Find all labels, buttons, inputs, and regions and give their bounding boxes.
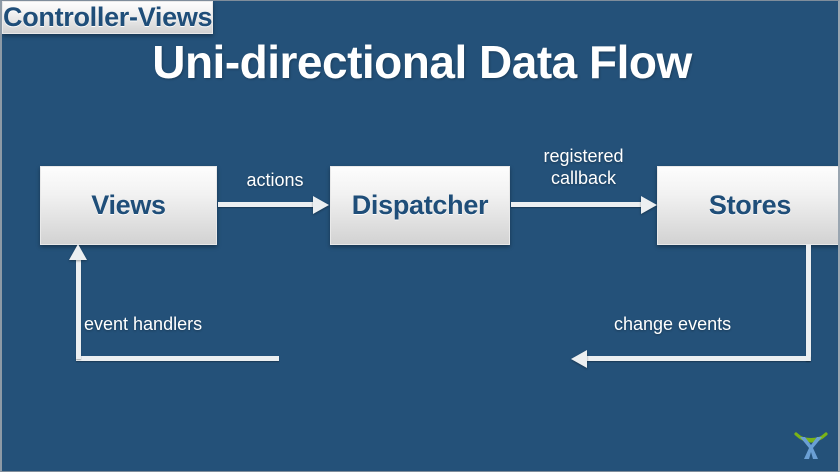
edge-label-event-handlers: event handlers bbox=[84, 314, 203, 334]
edge-controller-views-arrowhead-icon bbox=[69, 244, 87, 260]
brand-logo-icon bbox=[794, 432, 828, 459]
node-stores[interactable]: Stores bbox=[657, 166, 838, 245]
edge-label-actions: actions bbox=[246, 170, 304, 190]
edge-label-change-events: change events bbox=[614, 314, 732, 334]
edge-stores-controller-arrowhead-icon bbox=[571, 350, 587, 368]
edge-controller-views-vertical bbox=[76, 260, 81, 359]
node-dispatcher[interactable]: Dispatcher bbox=[330, 166, 510, 245]
edge-views-dispatcher-line bbox=[218, 202, 313, 207]
node-views[interactable]: Views bbox=[40, 166, 217, 245]
edge-controller-views-horizontal bbox=[76, 356, 279, 361]
edge-dispatcher-stores-arrowhead-icon bbox=[641, 196, 657, 214]
edge-stores-controller-vertical bbox=[806, 245, 811, 361]
edge-label-registered-callback: registered callback bbox=[543, 146, 624, 188]
edge-dispatcher-stores-line bbox=[511, 202, 641, 207]
edge-views-dispatcher-arrowhead-icon bbox=[313, 196, 329, 214]
page-title: Uni-directional Data Flow bbox=[152, 36, 692, 88]
edge-stores-controller-horizontal bbox=[587, 356, 810, 361]
node-controller-views[interactable]: Controller-Views bbox=[2, 1, 214, 34]
